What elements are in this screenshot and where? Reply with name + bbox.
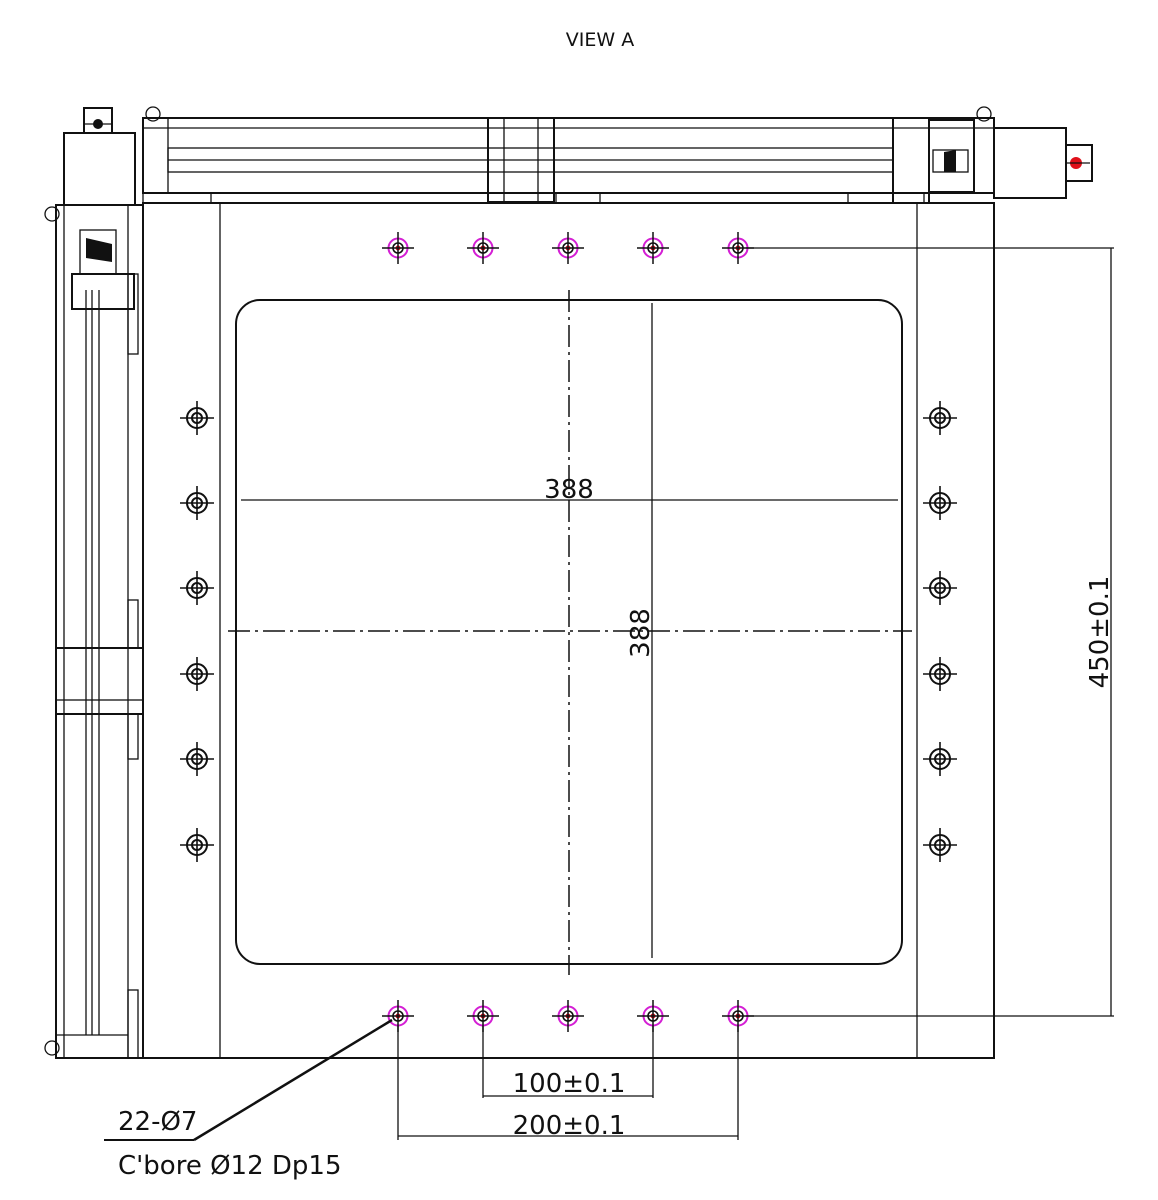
view-title: VIEW A xyxy=(566,29,634,51)
dim-100-label: 100±0.1 xyxy=(513,1069,626,1099)
dim-388-horizontal-label: 388 xyxy=(544,475,594,505)
left-hole-column xyxy=(179,400,215,863)
dim-450 xyxy=(746,247,1114,1017)
dim-200 xyxy=(397,1026,739,1140)
dim-200-label: 200±0.1 xyxy=(513,1111,626,1141)
top-hole-row xyxy=(381,231,755,265)
dim-450-label: 450±0.1 xyxy=(1085,576,1115,689)
side-hole-icon xyxy=(179,656,215,692)
side-hole-icon xyxy=(922,400,958,436)
base-plate xyxy=(142,202,995,1059)
dim-100 xyxy=(482,1026,654,1098)
mounting-hole-icon xyxy=(551,999,585,1033)
side-hole-icon xyxy=(179,741,215,777)
bottom-hole-row xyxy=(381,999,755,1033)
mounting-hole-icon xyxy=(381,231,415,265)
counterbore-note: C'bore Ø12 Dp15 xyxy=(118,1151,342,1181)
left-linear-axis xyxy=(44,107,144,1059)
hole-count-note: 22-Ø7 xyxy=(118,1107,197,1137)
side-hole-icon xyxy=(179,485,215,521)
mounting-hole-icon xyxy=(466,231,500,265)
side-hole-icon xyxy=(179,400,215,436)
dim-388-vertical-label: 388 xyxy=(626,608,656,658)
side-hole-icon xyxy=(922,485,958,521)
side-hole-icon xyxy=(922,827,958,863)
side-hole-icon xyxy=(179,827,215,863)
right-hole-column xyxy=(922,400,958,863)
work-table xyxy=(228,290,912,975)
side-hole-icon xyxy=(922,741,958,777)
mounting-hole-icon xyxy=(636,231,670,265)
top-linear-axis xyxy=(142,106,1093,204)
hole-callout-leader xyxy=(104,1018,393,1142)
side-hole-icon xyxy=(179,570,215,606)
side-hole-icon xyxy=(922,570,958,606)
mounting-hole-icon xyxy=(551,231,585,265)
side-hole-icon xyxy=(922,656,958,692)
